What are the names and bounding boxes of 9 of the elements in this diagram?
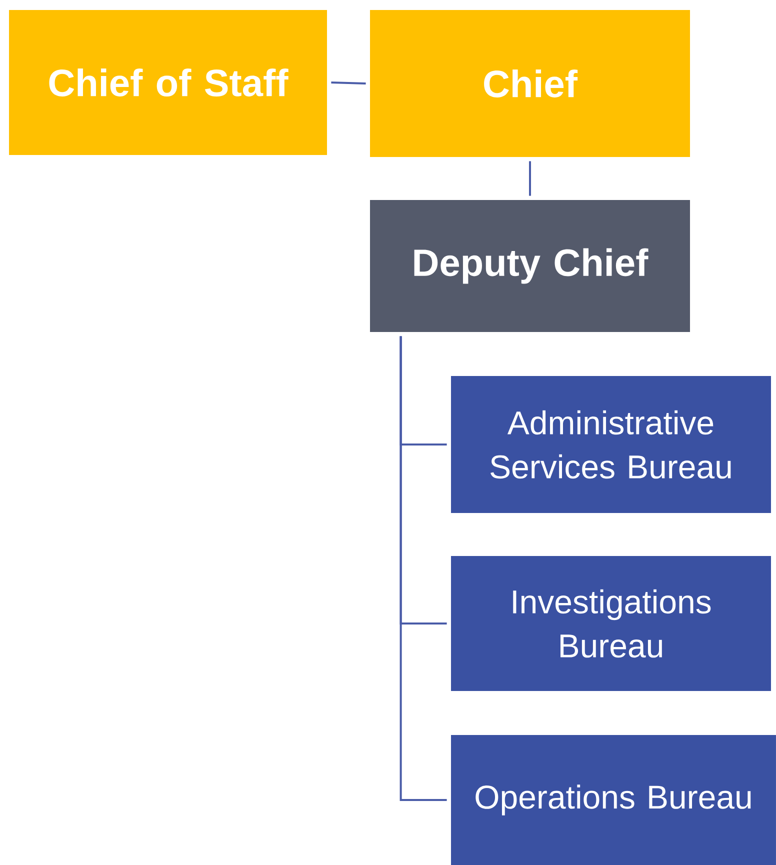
bureau-box: Operations Bureau — [451, 735, 776, 865]
connector-line — [400, 336, 447, 801]
title-box: Chief — [370, 10, 690, 157]
bureau-box: Administrative Services Bureau — [451, 376, 771, 513]
connector-line — [529, 161, 531, 196]
title-box: Chief of Staff — [9, 10, 327, 155]
connector-line — [331, 82, 366, 84]
bureau-box: Investigations Bureau — [451, 556, 771, 691]
title-box: Deputy Chief — [370, 200, 690, 332]
